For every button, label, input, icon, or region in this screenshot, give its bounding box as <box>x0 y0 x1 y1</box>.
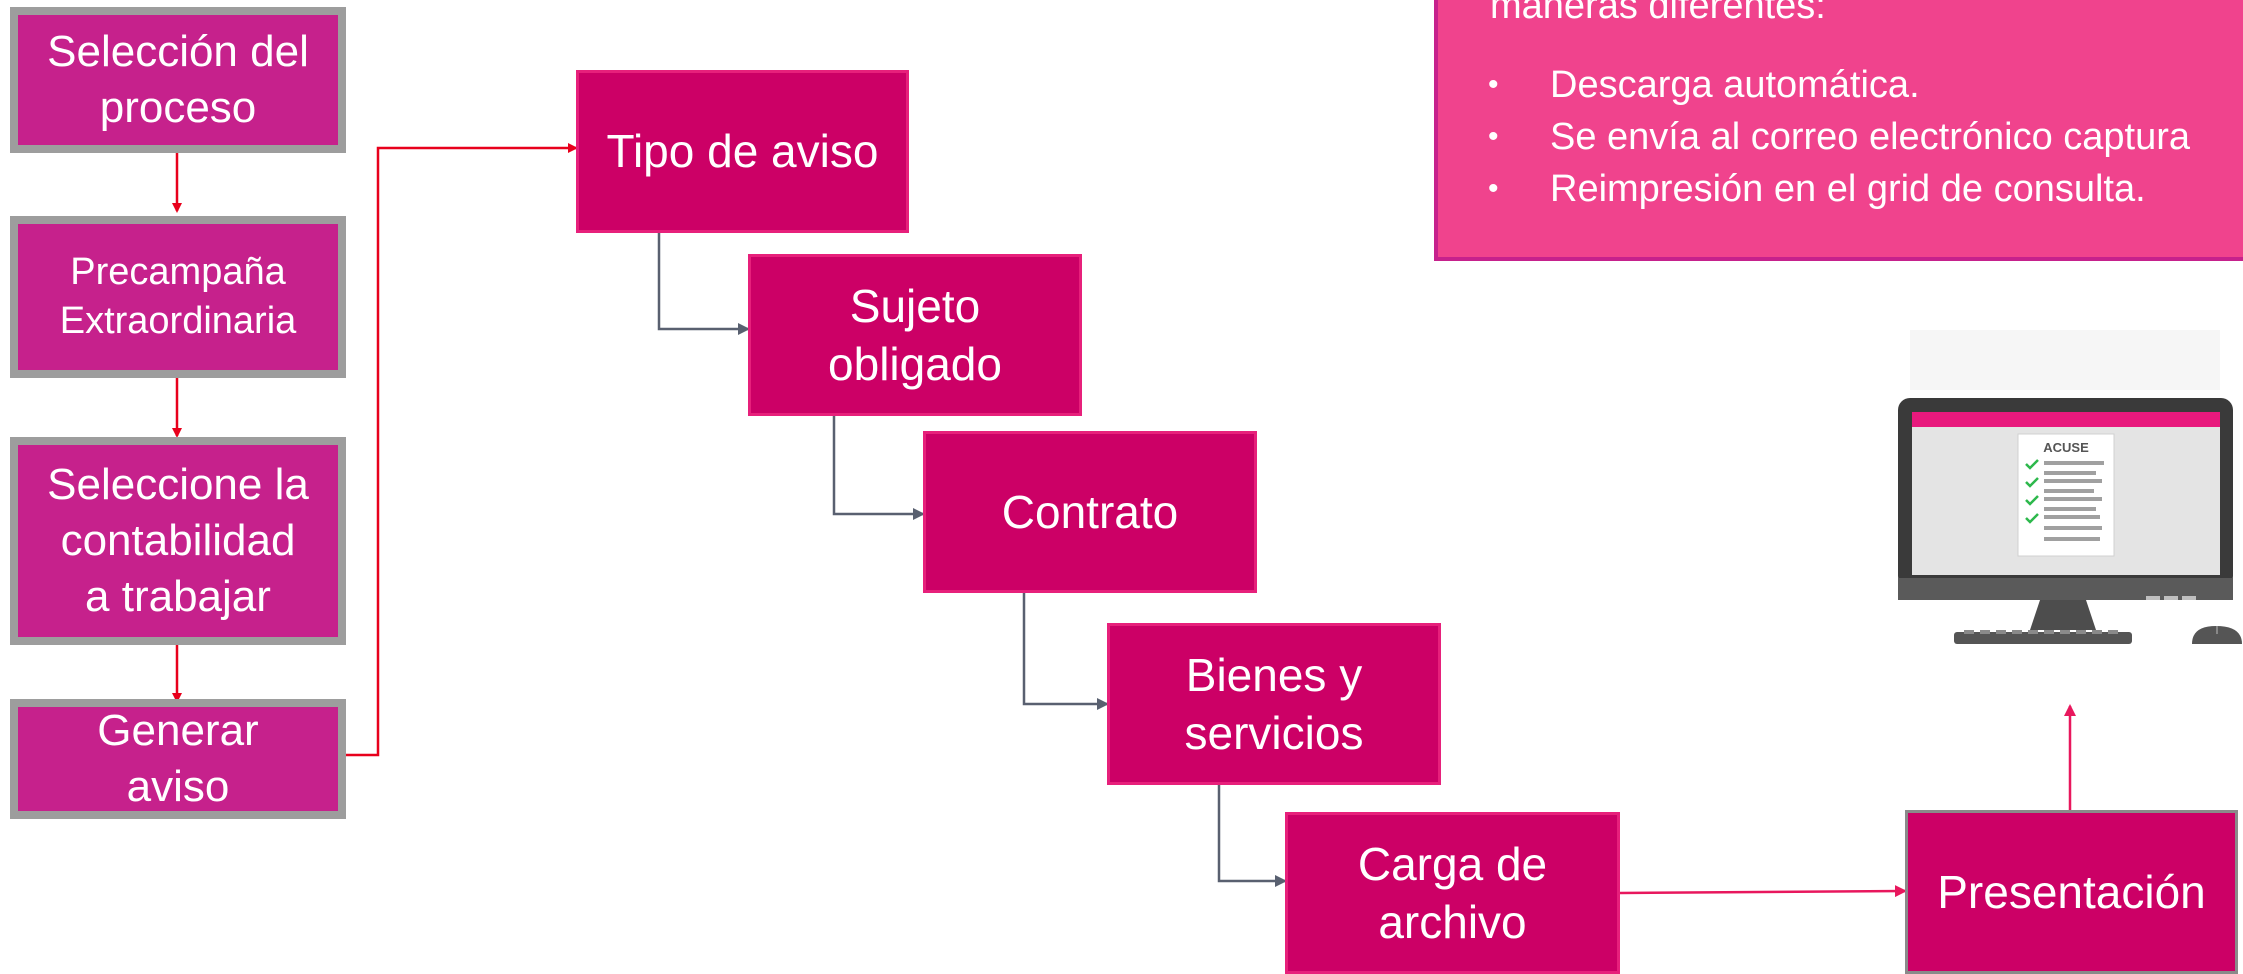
box-text-line: Presentación <box>1937 865 2206 918</box>
note-item: • Se envía al correo electrónico captura <box>1488 111 2190 163</box>
box-sujeto-obligado: Sujeto obligado <box>748 254 1082 416</box>
box-text-line: Sujeto <box>849 279 981 332</box>
box-bienes-servicios: Bienes y servicios <box>1107 623 1441 785</box>
box-seleccion-proceso: Selección del proceso <box>10 7 346 153</box>
bullet-icon: • <box>1488 120 1499 153</box>
note-item: • Descarga automática. <box>1488 59 2190 111</box>
arrow-generar-to-tipo <box>346 143 578 757</box>
box-text-line: aviso <box>126 762 230 811</box>
box-text-line: obligado <box>828 338 1002 390</box>
box-text-line: Generar <box>97 705 259 755</box>
note-list: • Descarga automática. • Se envía al corre… <box>1488 59 2190 215</box>
bullet-icon: • <box>1488 68 1499 101</box>
box-text-line: servicios <box>1184 707 1364 759</box>
box-text-line: archivo <box>1378 896 1527 948</box>
box-tipo-de-aviso: Tipo de aviso <box>576 70 909 233</box>
box-text-line: Selección del <box>47 26 309 76</box>
box-text-line: proceso <box>99 83 257 132</box>
box-contrato: Contrato <box>923 431 1257 593</box>
box-carga-archivo: Carga de archivo <box>1285 812 1620 974</box>
box-text-line: Carga de <box>1357 837 1548 890</box>
box-text-line: contabilidad <box>60 515 296 565</box>
monitor-acuse-icon: ACUSE <box>1898 330 2242 644</box>
box-text-line: Extraordinaria <box>59 300 297 342</box>
box-text-line: Contrato <box>1001 485 1179 538</box>
arrow-sujeto-to-contrato <box>832 416 925 520</box>
bullet-icon: • <box>1488 172 1499 205</box>
box-presentacion: Presentación <box>1905 810 2238 974</box>
note-item-text: Se envía al correo electrónico captura <box>1550 116 2191 158</box>
box-text-line: Precampaña <box>70 250 286 293</box>
box-text-line: a trabajar <box>85 572 271 622</box>
box-seleccione-contabilidad: Seleccione la contabilidad a trabajar <box>10 437 346 645</box>
box-text-line: Bienes y <box>1185 648 1363 701</box>
arrow-tipo-to-sujeto <box>657 233 750 335</box>
arrow-bienes-to-carga <box>1217 785 1287 887</box>
box-text-line: Tipo de aviso <box>606 125 879 178</box>
note-intro: maneras diferentes: <box>1490 0 1826 27</box>
note-item-text: Descarga automática. <box>1550 64 1920 106</box>
box-text-line: Seleccione la <box>47 459 309 509</box>
arrow-carga-to-presentacion <box>1619 885 1907 898</box>
arrow-contrato-to-bienes <box>1022 593 1109 710</box>
note-item: • Reimpresión en el grid de consulta. <box>1488 163 2190 215</box>
note-panel: maneras diferentes: • Descarga automática… <box>1434 0 2243 261</box>
acuse-label: ACUSE <box>2043 440 2089 455</box>
box-generar-aviso: Generar aviso <box>10 699 346 819</box>
note-item-text: Reimpresión en el grid de consulta. <box>1550 168 2146 210</box>
